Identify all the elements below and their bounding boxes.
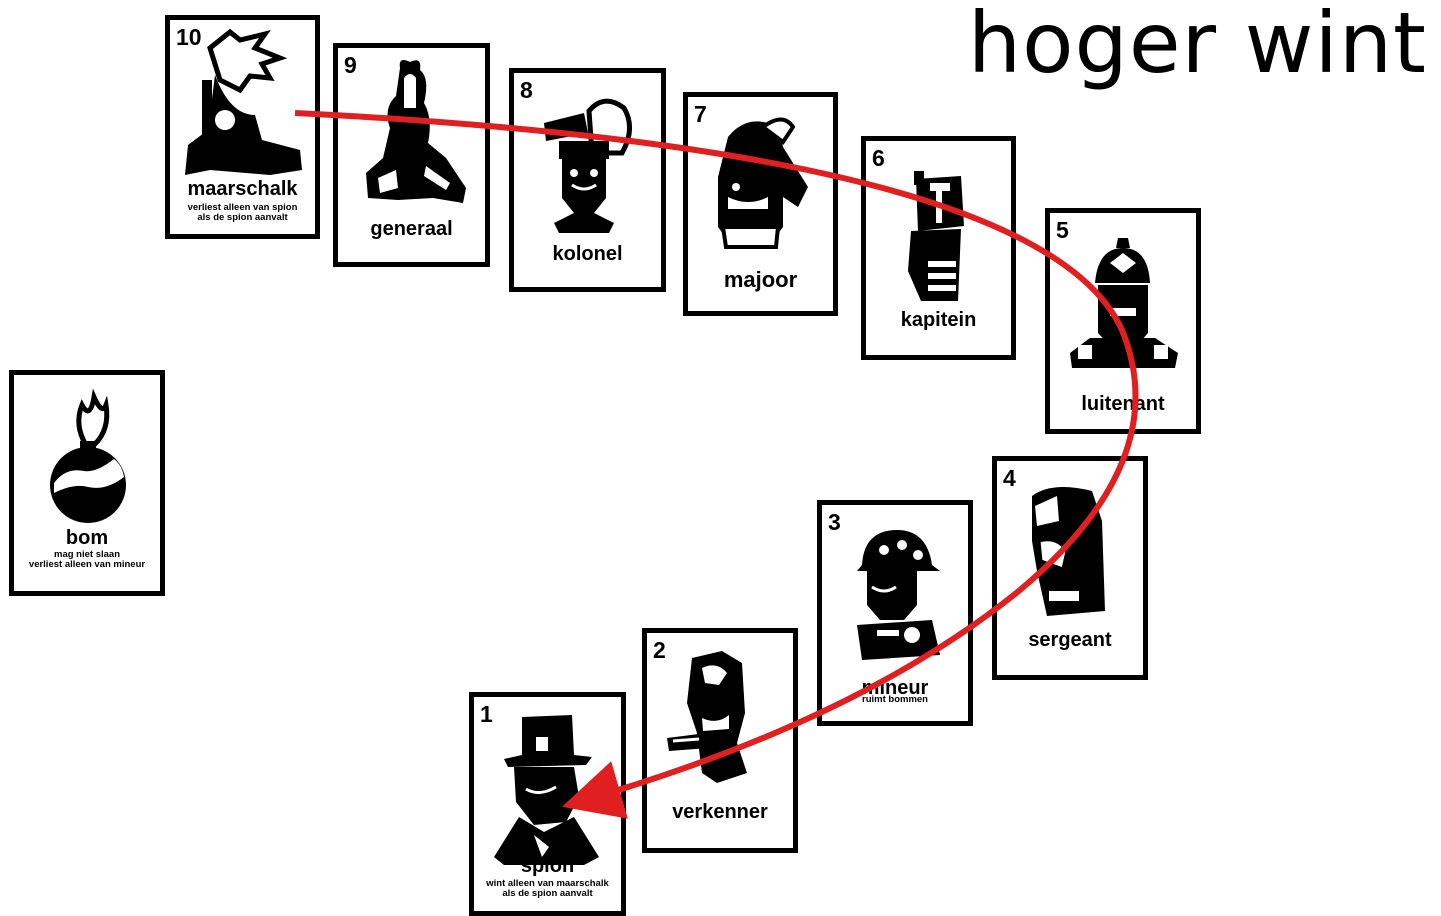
card-name: kolonel: [552, 243, 623, 265]
card-name: luitenant: [1081, 393, 1165, 415]
card-maarschalk: 10 maarschalk verliest alleen van spion …: [165, 15, 320, 239]
card-rank: 8: [520, 77, 533, 103]
card-name: verkenner: [672, 801, 768, 823]
card-description: als de spion aanvalt: [502, 888, 593, 899]
card-mineur: 3 mineur ruimt bommen: [817, 500, 973, 726]
card-bom: bom mag niet slaan verliest alleen van m…: [9, 370, 165, 596]
card-description: verliest alleen van mineur: [28, 559, 146, 570]
card-name: spion: [520, 855, 575, 877]
page-title: hoger wint: [967, 0, 1427, 92]
card-luitenant: 5 luitenant: [1045, 208, 1201, 434]
card-description: mag niet slaan: [54, 549, 120, 560]
card-rank: 10: [176, 24, 202, 50]
bomb-icon: [50, 388, 126, 523]
card-name: kapitein: [900, 309, 977, 331]
card-spion: 1 spion wint alleen van maarschalk als d…: [469, 692, 626, 916]
marshal-figure-icon: [185, 28, 302, 175]
card-name: maarschalk: [187, 178, 298, 200]
card-name: sergeant: [1028, 629, 1112, 651]
card-description: ruimt bommen: [862, 694, 928, 705]
card-name: generaal: [370, 218, 453, 240]
card-sergeant: 4 sergeant: [992, 456, 1148, 680]
card-rank: 9: [344, 52, 357, 78]
card-majoor: 7 majoor: [683, 92, 838, 316]
card-description: wint alleen van maarschalk: [486, 878, 609, 889]
card-kolonel: 8 kolonel: [509, 68, 666, 292]
card-description: verliest alleen van spion: [187, 202, 298, 213]
card-name: bom: [65, 527, 109, 549]
card-generaal: 9 generaal: [333, 43, 490, 267]
card-name: majoor: [723, 267, 798, 292]
card-description: als de spion aanvalt: [197, 212, 288, 223]
card-verkenner: 2 verkenner: [642, 628, 798, 853]
card-kapitein: 6 kapitein: [861, 136, 1016, 360]
